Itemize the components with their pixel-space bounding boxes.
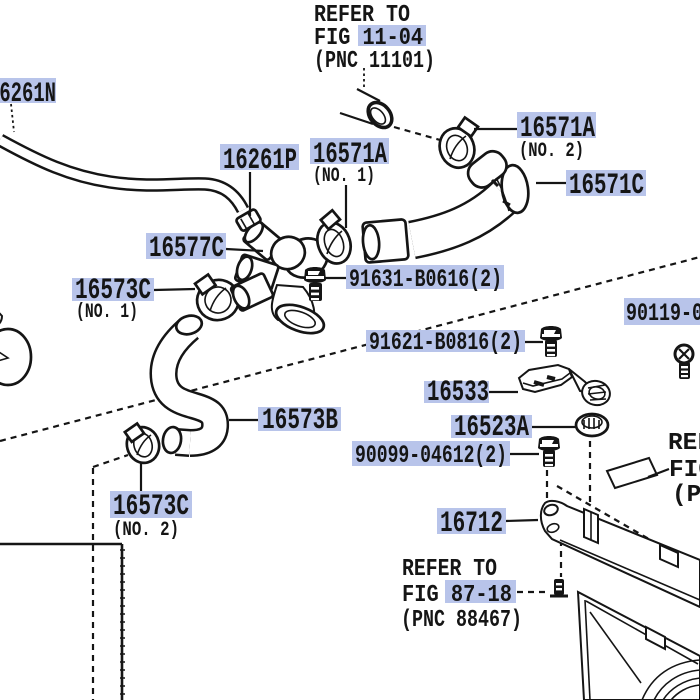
- svg-text:16571A: 16571A: [313, 138, 387, 172]
- svg-text:(PNC 11101): (PNC 11101): [314, 48, 435, 75]
- svg-text:(NO. 1): (NO. 1): [76, 301, 138, 324]
- svg-text:16571A: 16571A: [520, 112, 595, 146]
- svg-text:90119-0: 90119-0: [626, 299, 700, 328]
- svg-text:REFER TO: REFER TO: [314, 2, 410, 29]
- svg-text:90099-04612(2): 90099-04612(2): [355, 441, 507, 470]
- svg-text:REF: REF: [668, 430, 700, 457]
- svg-text:16712: 16712: [440, 507, 503, 541]
- svg-text:91621-B0816(2): 91621-B0816(2): [369, 328, 522, 357]
- svg-text:16261N: 16261N: [0, 79, 56, 110]
- svg-text:16261P: 16261P: [223, 144, 297, 178]
- svg-text:16523A: 16523A: [454, 411, 529, 445]
- svg-text:16573C: 16573C: [75, 274, 151, 308]
- svg-text:16573B: 16573B: [262, 404, 338, 438]
- svg-text:(NO. 1): (NO. 1): [313, 165, 375, 188]
- svg-text:(PN: (PN: [672, 482, 700, 509]
- svg-text:16571C: 16571C: [569, 169, 644, 203]
- svg-text:16577C: 16577C: [149, 232, 224, 266]
- svg-text:FIG: FIG: [669, 457, 700, 484]
- svg-text:91631-B0616(2): 91631-B0616(2): [349, 265, 502, 294]
- svg-text:16533: 16533: [427, 376, 489, 410]
- svg-text:FIG 87-18: FIG 87-18: [402, 582, 512, 609]
- svg-text:16573C: 16573C: [113, 490, 189, 524]
- svg-text:(NO. 2): (NO. 2): [113, 519, 179, 542]
- svg-text:(PNC 88467): (PNC 88467): [401, 607, 522, 634]
- svg-text:REFER TO: REFER TO: [402, 556, 497, 583]
- svg-text:FIG 11-04: FIG 11-04: [314, 25, 423, 52]
- svg-text:(NO. 2): (NO. 2): [519, 140, 584, 163]
